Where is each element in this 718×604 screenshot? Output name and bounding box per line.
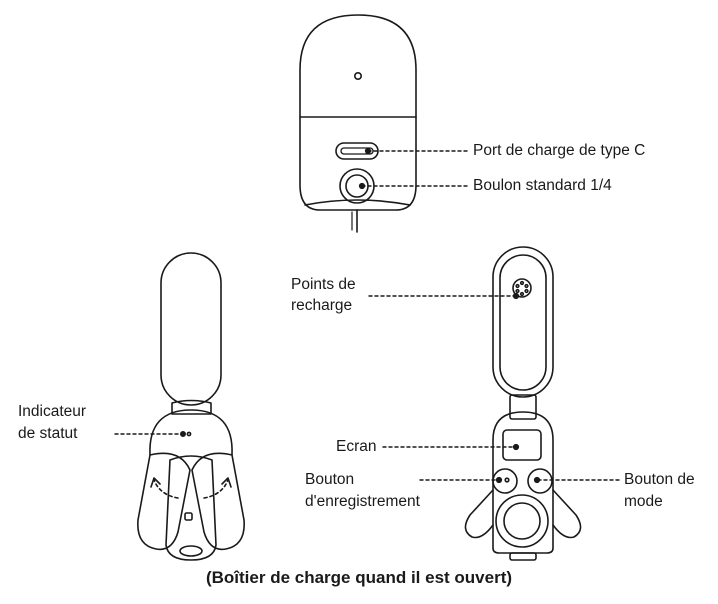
rotate-right-arrow-icon (203, 479, 229, 499)
charging-point-4 (519, 291, 525, 297)
left-flap (464, 489, 494, 539)
open-case-lid (492, 246, 554, 398)
status-led-icon (180, 430, 187, 437)
status-led-ring (186, 431, 192, 437)
case-lid (160, 252, 222, 406)
camera-in-lid (499, 254, 547, 391)
case-center-button-icon (184, 512, 193, 521)
rotate-right-arrowhead (221, 477, 232, 488)
charging-points-leader-dot (512, 292, 520, 300)
diagram-caption: (Boîtier de charge quand il est ouvert) (205, 568, 513, 587)
case-center-body (165, 455, 217, 561)
charging-point-1 (519, 280, 525, 286)
mode-leader-dot (533, 476, 541, 484)
rotate-left-arrowhead (150, 477, 161, 488)
camera-hole-icon (353, 72, 362, 81)
right-leaders (368, 295, 621, 481)
record-leader-dot (495, 476, 503, 484)
usb-c-port-icon (335, 142, 379, 160)
screen-label: Ecran (336, 438, 377, 455)
charging-points-label-line2: recharge (291, 297, 353, 314)
charging-point-6 (515, 283, 520, 289)
record-button-icon (492, 468, 518, 494)
charging-point-5 (515, 288, 520, 294)
mode-label-line1: Bouton de (624, 471, 695, 488)
bolt-label: Boulon standard 1/4 (473, 177, 612, 194)
case-bottom-opening (179, 545, 203, 557)
open-case-hinge (509, 394, 537, 420)
bolt-leader-dot (358, 182, 366, 190)
status-label-line2: de statut (18, 425, 78, 442)
rotate-left-arrow-icon (153, 479, 179, 499)
record-button-ring (504, 477, 510, 483)
case-hinge (171, 399, 212, 415)
open-case-body (492, 411, 554, 554)
lens-outer (495, 494, 549, 548)
right-flap (552, 489, 582, 539)
case-right-arm (191, 452, 245, 551)
charging-points-label-line1: Points de (291, 276, 356, 293)
screen-icon (502, 429, 542, 461)
record-label-line2: d'enregistrement (305, 493, 420, 510)
lens-inner (503, 502, 541, 540)
usb-port-label: Port de charge de type C (473, 142, 646, 159)
usb-port-leader-dot (364, 147, 372, 155)
camera-rear-view (299, 14, 417, 233)
top-leaders (361, 150, 471, 187)
open-case-with-camera (464, 246, 582, 561)
camera-body (299, 14, 417, 211)
charging-case-opening (137, 252, 245, 561)
charging-points-icon (512, 278, 532, 298)
charging-point-2 (524, 283, 529, 289)
mode-label-line2: mode (624, 493, 663, 510)
usb-c-port-inner (340, 147, 374, 155)
case-left-arm (137, 452, 191, 551)
open-case-bottom-notch (509, 552, 537, 561)
case-body-top (149, 409, 233, 456)
mode-button-icon (527, 468, 553, 494)
record-label-line1: Bouton (305, 471, 355, 488)
bottom-mount (304, 199, 411, 206)
screen-leader-dot (512, 443, 520, 451)
charging-point-3 (524, 288, 529, 294)
status-label-line1: Indicateur (18, 403, 87, 420)
